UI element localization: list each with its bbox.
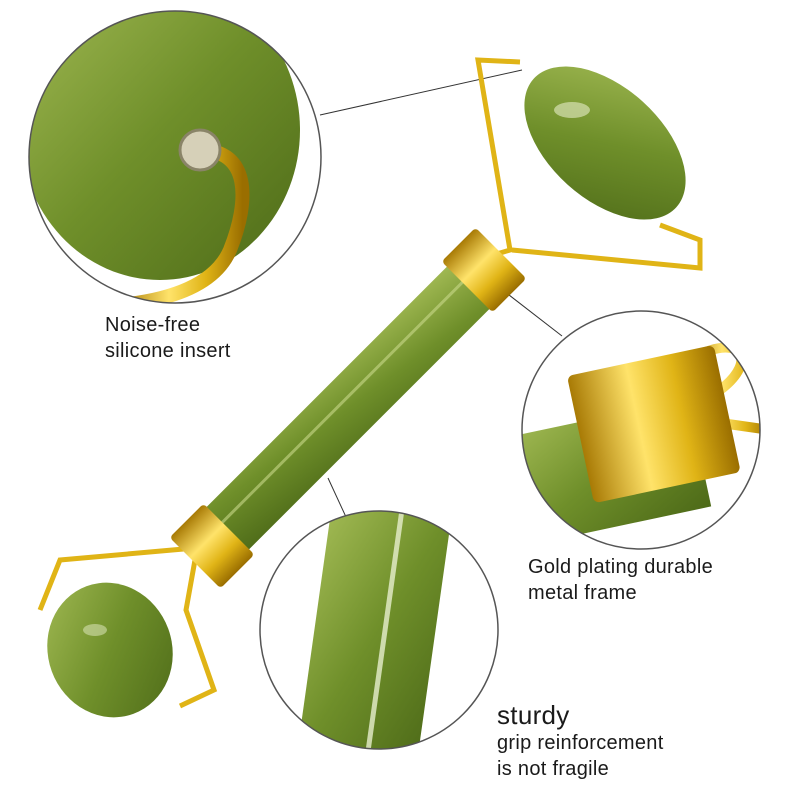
label-line: is not fragile <box>497 758 610 780</box>
label-line: metal frame <box>528 582 637 604</box>
detail-circle-metal-frame <box>521 310 761 550</box>
silicone-insert-label: Noise-free silicone insert <box>105 312 231 364</box>
detail-circle-handle-grip <box>259 510 499 750</box>
label-line: silicone insert <box>105 340 231 362</box>
jade-roller <box>37 57 703 718</box>
metal-frame-label: Gold plating durable metal frame <box>528 554 713 606</box>
label-line: Gold plating durable <box>528 556 714 578</box>
label-title: sturdy <box>497 700 570 730</box>
detail-circle-silicone-insert <box>28 10 322 304</box>
label-line: grip reinforcement <box>497 732 664 754</box>
label-line: Noise-free <box>105 314 201 336</box>
grip-label: sturdy grip reinforcement is not fragile <box>497 700 664 782</box>
